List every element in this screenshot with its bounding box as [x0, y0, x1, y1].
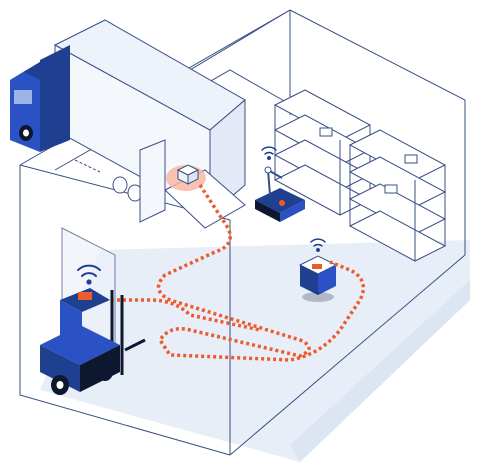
wifi-signal-icon — [261, 146, 277, 160]
floor — [40, 240, 470, 462]
forklift-icon — [40, 227, 146, 395]
route-path — [105, 184, 366, 362]
parcel-box-icon — [166, 164, 206, 191]
wifi-signal-icon — [310, 238, 326, 252]
shelving-rack-icon — [273, 89, 447, 262]
robot-arm-icon — [255, 166, 305, 222]
wifi-signal-icon — [77, 264, 101, 285]
mobile-robot-icon — [298, 255, 338, 302]
